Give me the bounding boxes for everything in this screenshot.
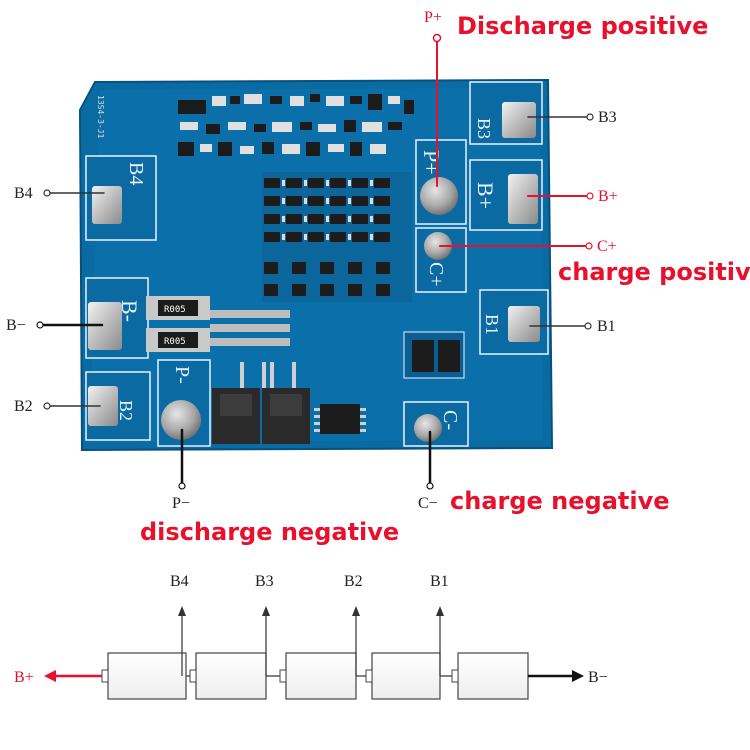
svg-text:P-: P- xyxy=(171,366,193,384)
pad-b3: B3 xyxy=(469,81,543,145)
discharge-positive-label: Discharge positive xyxy=(457,12,708,40)
svg-text:B2: B2 xyxy=(344,573,363,590)
pad-b1: B1 xyxy=(479,289,549,355)
callouts: P+ Discharge positive B3 B+ C+ charge po… xyxy=(6,9,750,546)
svg-text:B+: B+ xyxy=(14,669,34,686)
pad-p-minus: P- xyxy=(157,359,211,447)
terminal-b-minus-arrow: B− xyxy=(528,669,608,686)
discharge-negative-label: discharge negative xyxy=(140,518,399,546)
svg-text:B4: B4 xyxy=(125,162,147,185)
top-component-strip xyxy=(178,94,414,156)
cell-4 xyxy=(365,652,441,700)
svg-text:B1: B1 xyxy=(430,573,449,590)
pcb-board: 13S4-3-J1 xyxy=(78,78,554,452)
b-plus-terminal-label: B+ xyxy=(598,188,618,205)
component-grid xyxy=(262,172,412,302)
current-sense-resistors: R005 R005 xyxy=(146,296,290,352)
svg-text:B4: B4 xyxy=(170,573,189,590)
svg-text:B-: B- xyxy=(117,300,142,322)
b4-terminal-label: B4 xyxy=(14,185,33,202)
svg-text:R005: R005 xyxy=(164,305,186,315)
charge-negative-label: charge negative xyxy=(450,487,670,515)
b3-terminal-label: B3 xyxy=(598,109,617,126)
pad-p-plus: P+ xyxy=(415,139,467,225)
tap-b2: B2 xyxy=(344,573,363,676)
cell-1 xyxy=(101,652,187,700)
c-minus-terminal-label: C− xyxy=(418,495,438,512)
svg-text:B+: B+ xyxy=(473,182,498,209)
svg-text:C+: C+ xyxy=(425,262,447,287)
pad-b-minus: B- xyxy=(85,277,149,359)
p-plus-terminal-label: P+ xyxy=(424,9,442,26)
svg-text:C-: C- xyxy=(439,410,461,430)
svg-text:P+: P+ xyxy=(419,150,444,175)
board-silkscreen-id: 13S4-3-J1 xyxy=(96,95,105,139)
svg-text:B2: B2 xyxy=(116,400,136,421)
power-mosfets xyxy=(212,362,310,444)
svg-text:B−: B− xyxy=(588,669,608,686)
pad-c-plus: C+ xyxy=(415,227,467,293)
pad-c-minus: C- xyxy=(403,401,469,447)
svg-text:R005: R005 xyxy=(164,337,186,347)
cell-5 xyxy=(451,652,529,700)
tap-b4: B4 xyxy=(170,573,189,676)
terminal-b-plus-arrow: B+ xyxy=(14,669,102,686)
tap-b1: B1 xyxy=(430,573,449,676)
pad-b4: B4 xyxy=(85,155,157,241)
b-minus-terminal-label: B− xyxy=(6,317,26,334)
tap-b3: B3 xyxy=(255,573,274,676)
charge-mosfets xyxy=(403,331,465,379)
svg-text:B1: B1 xyxy=(482,314,502,335)
p-minus-terminal-label: P− xyxy=(172,495,190,512)
svg-text:B3: B3 xyxy=(255,573,274,590)
b1-terminal-label: B1 xyxy=(597,318,616,335)
cell-2 xyxy=(189,652,267,700)
cell-string-diagram: B4 B3 B2 B1 B+ B− xyxy=(14,573,608,700)
c-plus-terminal-label: C+ xyxy=(597,238,617,255)
soic-chip xyxy=(314,404,366,434)
cell-3 xyxy=(279,652,357,700)
b2-terminal-label: B2 xyxy=(14,398,33,415)
charge-positive-label: charge positive xyxy=(558,258,750,286)
svg-text:B3: B3 xyxy=(474,118,494,139)
